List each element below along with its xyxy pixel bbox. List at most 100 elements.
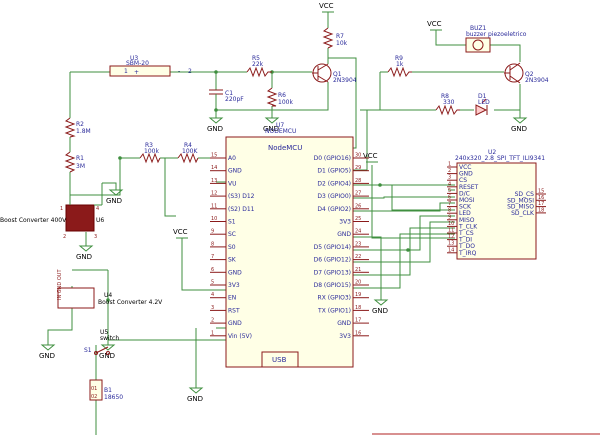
gnd-symbol-r6: GND bbox=[263, 117, 280, 133]
svg-text:1: 1 bbox=[124, 68, 128, 75]
svg-text:10k: 10k bbox=[336, 40, 348, 47]
pin-number: 7 bbox=[211, 254, 214, 260]
svg-text:01: 01 bbox=[91, 386, 97, 392]
pin-number: 27 bbox=[355, 191, 361, 197]
pin-name: MISO bbox=[459, 217, 475, 224]
svg-text:Q2: Q2 bbox=[525, 71, 534, 78]
pin-number: 13 bbox=[448, 241, 454, 247]
pin-name: SK bbox=[228, 257, 237, 264]
pin-name: T_IRQ bbox=[458, 250, 477, 257]
pin-number: 16 bbox=[538, 195, 544, 201]
svg-text:3M: 3M bbox=[76, 163, 85, 170]
pin-number: 6 bbox=[448, 195, 451, 201]
nodemcu-left-pin-4: 11(S2) D11 bbox=[210, 203, 255, 213]
pin-name: RESET bbox=[459, 184, 479, 191]
wires bbox=[47, 12, 600, 435]
pin-number: 25 bbox=[355, 216, 361, 222]
u3-geiger-tube: U3 SBM-20 1 2 + - bbox=[109, 55, 192, 77]
vcc-symbol-buzzer: VCC bbox=[427, 20, 442, 31]
pin-name: RX (GPIO3) bbox=[318, 295, 351, 302]
pin-number: 12 bbox=[211, 191, 217, 197]
pin-name: SD_MOSI bbox=[507, 197, 534, 204]
pin-number: 1 bbox=[211, 330, 214, 336]
pin-name: CS bbox=[459, 177, 467, 184]
gnd-symbol-c1: GND bbox=[207, 117, 224, 133]
pin-name: D7 (GPIO13) bbox=[314, 269, 351, 276]
pin-number: 14 bbox=[448, 247, 454, 253]
pin-number: 11 bbox=[448, 228, 454, 234]
svg-text:IN GND OUT: IN GND OUT bbox=[57, 269, 63, 300]
pin-name: Vin (5V) bbox=[228, 333, 252, 340]
r4-resistor: R4 100K bbox=[177, 142, 198, 164]
q2-transistor: Q2 2N3904 bbox=[504, 62, 549, 84]
display-right-pin-1: 16 SD_MOSI bbox=[507, 195, 546, 204]
svg-text:330: 330 bbox=[443, 99, 455, 106]
gnd-symbol-q2: GND bbox=[511, 117, 528, 133]
pin-number: 11 bbox=[211, 203, 217, 209]
svg-text:3: 3 bbox=[94, 234, 97, 240]
svg-text:NodeMCU: NodeMCU bbox=[268, 144, 302, 152]
r9-resistor: R9 1k bbox=[387, 55, 412, 78]
pin-number: 19 bbox=[355, 292, 361, 298]
svg-text:VCC: VCC bbox=[427, 20, 442, 28]
pin-number: 8 bbox=[448, 208, 451, 214]
svg-text:2N3904: 2N3904 bbox=[333, 77, 357, 84]
pin-name: TX (GPIO1) bbox=[317, 307, 351, 314]
pin-name: SD_CS bbox=[515, 191, 535, 198]
svg-text:U6: U6 bbox=[96, 217, 104, 224]
pin-number: 1 bbox=[448, 162, 451, 168]
svg-text:S1: S1 bbox=[84, 347, 92, 354]
vcc-symbol-display: VCC bbox=[363, 152, 378, 163]
pin-number: 8 bbox=[211, 241, 214, 247]
gnd-symbol-u6-side: GND bbox=[102, 182, 124, 205]
pin-number: 5 bbox=[211, 280, 214, 286]
pin-number: 29 bbox=[355, 165, 361, 171]
pin-number: 17 bbox=[538, 201, 544, 207]
pin-name: GND bbox=[228, 269, 242, 276]
pin-number: 6 bbox=[211, 267, 214, 273]
svg-text:GND: GND bbox=[99, 352, 115, 360]
pin-number: 21 bbox=[355, 267, 361, 273]
pin-name: GND bbox=[228, 320, 242, 327]
svg-text:02: 02 bbox=[91, 394, 97, 400]
pin-name: RST bbox=[228, 307, 240, 314]
c1-capacitor: C1 220pF bbox=[209, 89, 244, 104]
svg-text:R1: R1 bbox=[76, 155, 84, 162]
pin-number: 28 bbox=[355, 178, 361, 184]
svg-text:1: 1 bbox=[60, 206, 63, 212]
svg-text:-: - bbox=[178, 68, 180, 75]
pin-number: 16 bbox=[355, 330, 361, 336]
pin-number: 30 bbox=[355, 153, 361, 159]
svg-text:SBM-20: SBM-20 bbox=[126, 60, 149, 67]
pin-number: 3 bbox=[211, 305, 214, 311]
pin-name: GND bbox=[337, 320, 351, 327]
svg-text:U4: U4 bbox=[104, 292, 112, 299]
svg-text:GND: GND bbox=[372, 307, 388, 315]
svg-text:NODEMCU: NODEMCU bbox=[265, 128, 296, 135]
pin-name: GND bbox=[228, 168, 242, 175]
svg-text:1k: 1k bbox=[396, 61, 404, 68]
pin-number: 10 bbox=[448, 221, 454, 227]
svg-text:R9: R9 bbox=[395, 55, 403, 62]
svg-text:4: 4 bbox=[96, 206, 99, 212]
svg-text:220pF: 220pF bbox=[225, 96, 244, 103]
pin-number: 22 bbox=[355, 254, 361, 260]
pin-number: 26 bbox=[355, 203, 361, 209]
pin-name: D8 (GPIO15) bbox=[314, 282, 351, 289]
r7-resistor: R7 10k bbox=[322, 27, 348, 49]
